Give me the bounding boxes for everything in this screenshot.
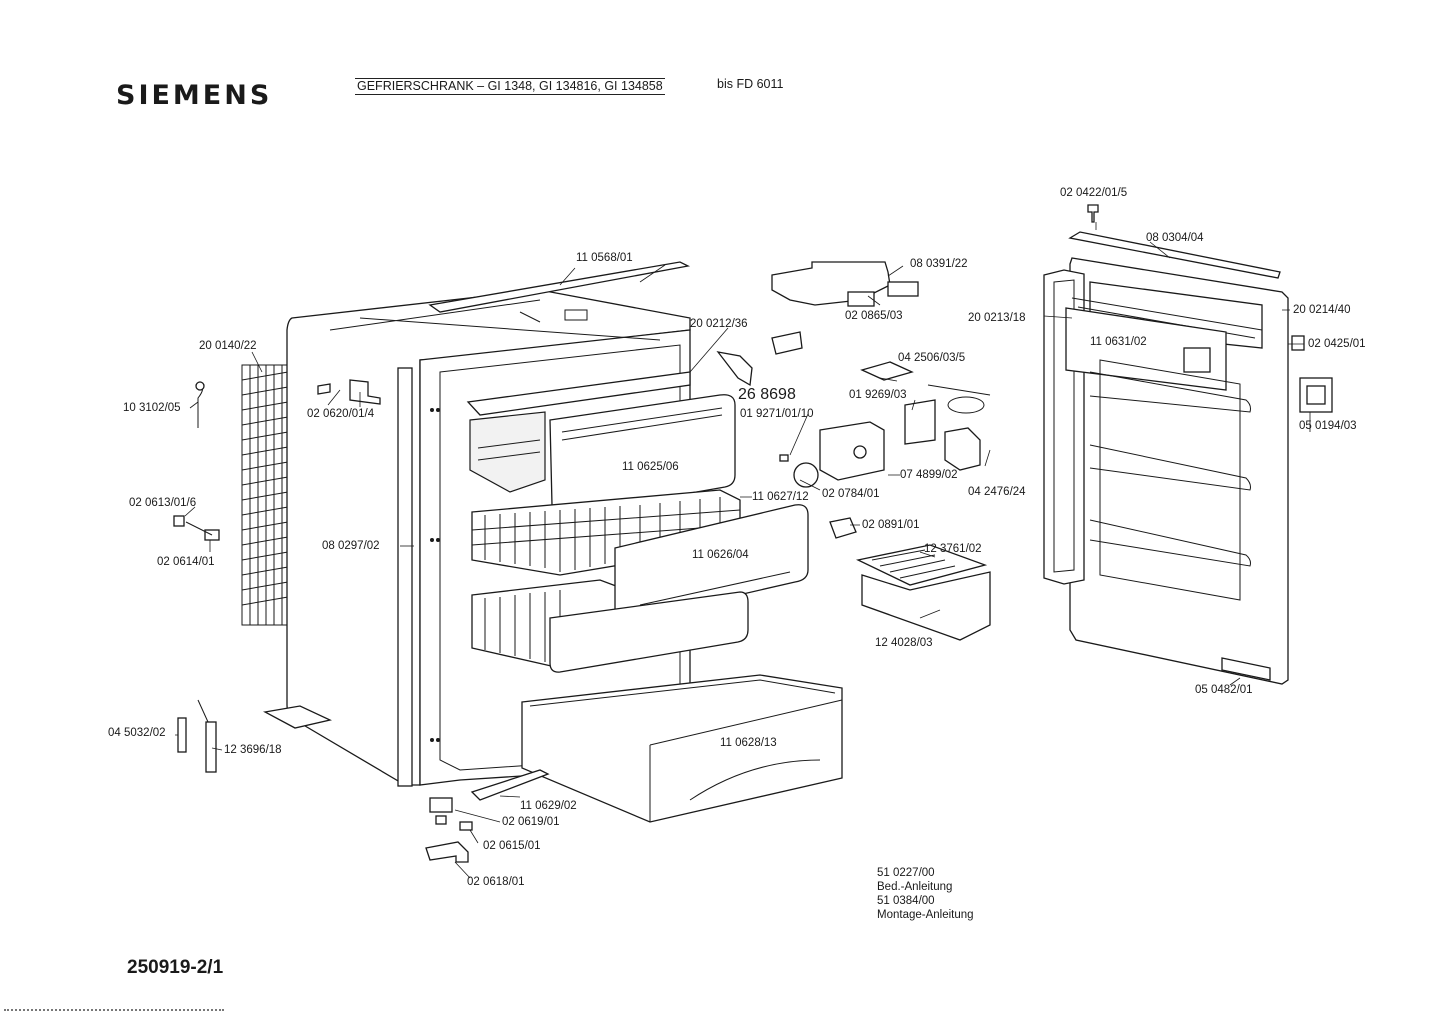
part-label: 02 0613/01/6 xyxy=(129,497,197,509)
bottom-drawer xyxy=(521,674,843,823)
part-label: 26 8698 xyxy=(738,386,796,403)
part-label: 07 4899/02 xyxy=(900,469,958,481)
hinge-parts-bottom xyxy=(425,797,473,863)
part-label: 02 0425/01 xyxy=(1308,338,1366,350)
part-label: 11 0568/01 xyxy=(576,252,633,264)
part-label: 08 0297/02 xyxy=(322,540,380,552)
ice-tray-and-box xyxy=(855,544,991,641)
thermostat-knob xyxy=(173,515,220,541)
part-label: 12 4028/03 xyxy=(875,637,933,649)
bottom-strip xyxy=(470,769,550,801)
brand-logo: SIEMENS xyxy=(116,80,273,111)
part-label: 02 0784/01 xyxy=(822,488,880,500)
part-label: 02 0614/01 xyxy=(157,556,215,568)
part-label: 11 0631/02 xyxy=(1090,336,1147,348)
part-label: 11 0629/02 xyxy=(520,800,577,812)
part-label: 04 2506/03/5 xyxy=(898,352,966,364)
part-label: 11 0625/06 xyxy=(622,461,679,473)
note-line: 51 0384/00 xyxy=(877,895,935,907)
scan-edge-rule xyxy=(4,1009,224,1011)
condenser-coil xyxy=(241,364,289,626)
part-label: 20 0140/22 xyxy=(199,340,257,352)
part-label: 11 0627/12 xyxy=(752,491,809,503)
documentation-notes: 51 0227/00 Bed.-Anleitung 51 0384/00 Mon… xyxy=(877,866,974,922)
part-label: 02 0618/01 xyxy=(467,876,525,888)
part-label: 20 0213/18 xyxy=(968,312,1026,324)
part-label: 01 9271/01/10 xyxy=(740,408,814,420)
upper-compartment xyxy=(466,371,691,493)
part-label: 12 3761/02 xyxy=(924,543,982,555)
part-label: 02 0615/01 xyxy=(483,840,541,852)
part-label: 20 0214/40 xyxy=(1293,304,1351,316)
note-line: Bed.-Anleitung xyxy=(877,881,953,893)
leader-lines xyxy=(175,222,1311,879)
document-title: GEFRIERSCHRANK – GI 1348, GI 134816, GI … xyxy=(355,78,665,95)
part-label: 02 0891/01 xyxy=(862,519,920,531)
part-label: 02 0620/01/4 xyxy=(307,408,375,420)
bottom-foot xyxy=(263,705,332,729)
control-panel-parts xyxy=(716,261,991,539)
door-assembly xyxy=(1043,204,1333,685)
part-label: 10 3102/05 xyxy=(123,402,181,414)
note-line: 51 0227/00 xyxy=(877,867,935,879)
part-label: 04 5032/02 xyxy=(108,727,166,739)
part-label: 05 0482/01 xyxy=(1195,684,1253,696)
part-label: 12 3696/18 xyxy=(224,744,282,756)
top-rail xyxy=(428,261,691,313)
drawer-lower-front xyxy=(549,591,749,673)
hinge-screw-left xyxy=(317,379,381,405)
part-label: 11 0626/04 xyxy=(692,549,749,561)
part-label: 02 0619/01 xyxy=(502,816,560,828)
serial-range: bis FD 6011 xyxy=(717,77,784,91)
part-label: 01 9269/03 xyxy=(849,389,907,401)
part-label: 08 0304/04 xyxy=(1146,232,1204,244)
note-line: Montage-Anleitung xyxy=(877,909,974,921)
freezer-flap xyxy=(549,394,736,516)
part-label: 02 0865/03 xyxy=(845,310,903,322)
document-number: 250919-2/1 xyxy=(127,957,224,978)
part-label: 08 0391/22 xyxy=(910,258,968,270)
part-label: 05 0194/03 xyxy=(1299,420,1357,432)
thermostat-sensor xyxy=(195,381,205,428)
part-label: 02 0422/01/5 xyxy=(1060,187,1128,199)
part-label: 20 0212/36 xyxy=(690,318,748,330)
part-label: 11 0628/13 xyxy=(720,737,777,749)
thermometer-and-pin xyxy=(177,699,217,773)
part-label: 04 2476/24 xyxy=(968,486,1026,498)
